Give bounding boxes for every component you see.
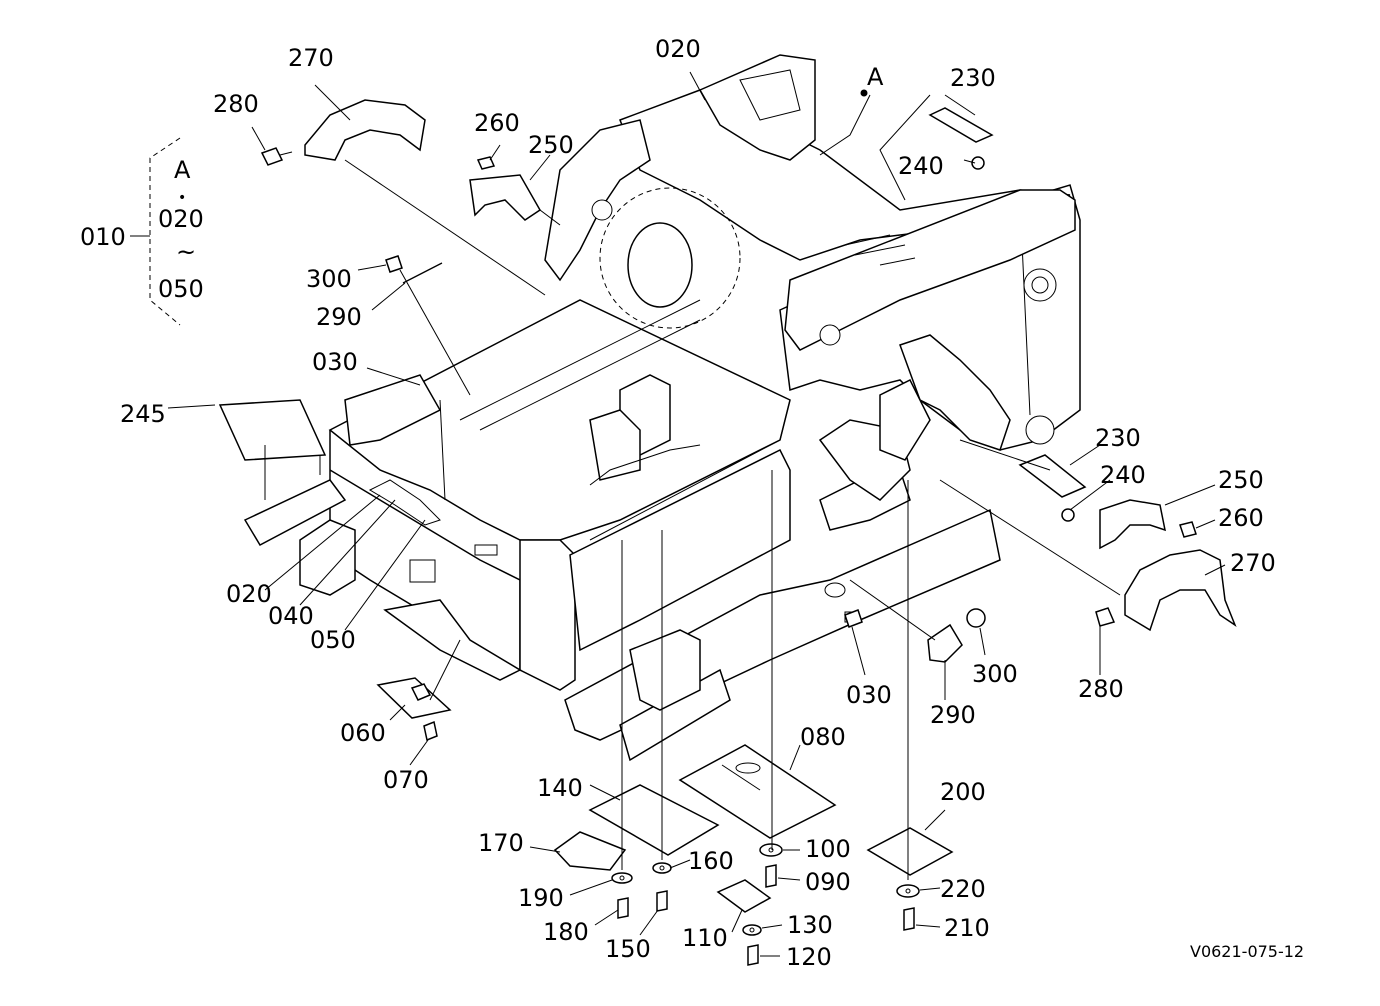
- callout-a: A: [867, 63, 884, 91]
- callout-260-upper: 260: [474, 109, 520, 137]
- callout-180: 180: [543, 918, 589, 946]
- drawing-reference-code: V0621-075-12: [1190, 942, 1304, 961]
- callout-140: 140: [537, 774, 583, 802]
- callout-190: 190: [518, 884, 564, 912]
- group-item-dot: •: [178, 190, 186, 206]
- reference-dot: [860, 89, 868, 97]
- callout-230-right: 230: [1095, 424, 1141, 452]
- group-item-range: ~: [176, 238, 196, 266]
- callout-270-right: 270: [1230, 549, 1276, 577]
- callout-210: 210: [944, 914, 990, 942]
- group-main-label: 010: [80, 223, 126, 251]
- callout-200: 200: [940, 778, 986, 806]
- callout-030-upper: 030: [312, 348, 358, 376]
- callout-290-upper: 290: [316, 303, 362, 331]
- callout-280-upper: 280: [213, 90, 259, 118]
- group-item-a: A: [174, 156, 191, 184]
- callout-110: 110: [682, 924, 728, 952]
- callout-060: 060: [340, 719, 386, 747]
- group-item-to: 050: [158, 275, 204, 303]
- callout-240-upper: 240: [898, 152, 944, 180]
- callout-130: 130: [787, 911, 833, 939]
- callout-080: 080: [800, 723, 846, 751]
- callout-050: 050: [310, 626, 356, 654]
- callout-290-right: 290: [930, 701, 976, 729]
- callout-100: 100: [805, 835, 851, 863]
- callouts: 270 280 020 A 230 260 250 240 300 290 03…: [120, 35, 1276, 971]
- callout-090: 090: [805, 868, 851, 896]
- callout-245: 245: [120, 400, 166, 428]
- callout-280-right: 280: [1078, 675, 1124, 703]
- callout-220: 220: [940, 875, 986, 903]
- callout-240-right: 240: [1100, 461, 1146, 489]
- callout-230-upper: 230: [950, 64, 996, 92]
- callout-300-upper: 300: [306, 265, 352, 293]
- callout-150: 150: [605, 935, 651, 963]
- main-frame: [243, 54, 1081, 762]
- callout-170: 170: [478, 829, 524, 857]
- callout-250-upper: 250: [528, 131, 574, 159]
- callout-300-right: 300: [972, 660, 1018, 688]
- callout-250-right: 250: [1218, 466, 1264, 494]
- callout-160: 160: [688, 847, 734, 875]
- leader-lines: [130, 71, 1226, 957]
- callout-030-right: 030: [846, 681, 892, 709]
- group-label-010: 010 A • 020 ~ 050: [80, 156, 204, 303]
- callout-020-left: 020: [226, 580, 272, 608]
- callout-070: 070: [383, 766, 429, 794]
- callout-040: 040: [268, 602, 314, 630]
- callout-120: 120: [786, 943, 832, 971]
- callout-260-right: 260: [1218, 504, 1264, 532]
- callout-270-upper: 270: [288, 44, 334, 72]
- group-item-from: 020: [158, 205, 204, 233]
- callout-020-top: 020: [655, 35, 701, 63]
